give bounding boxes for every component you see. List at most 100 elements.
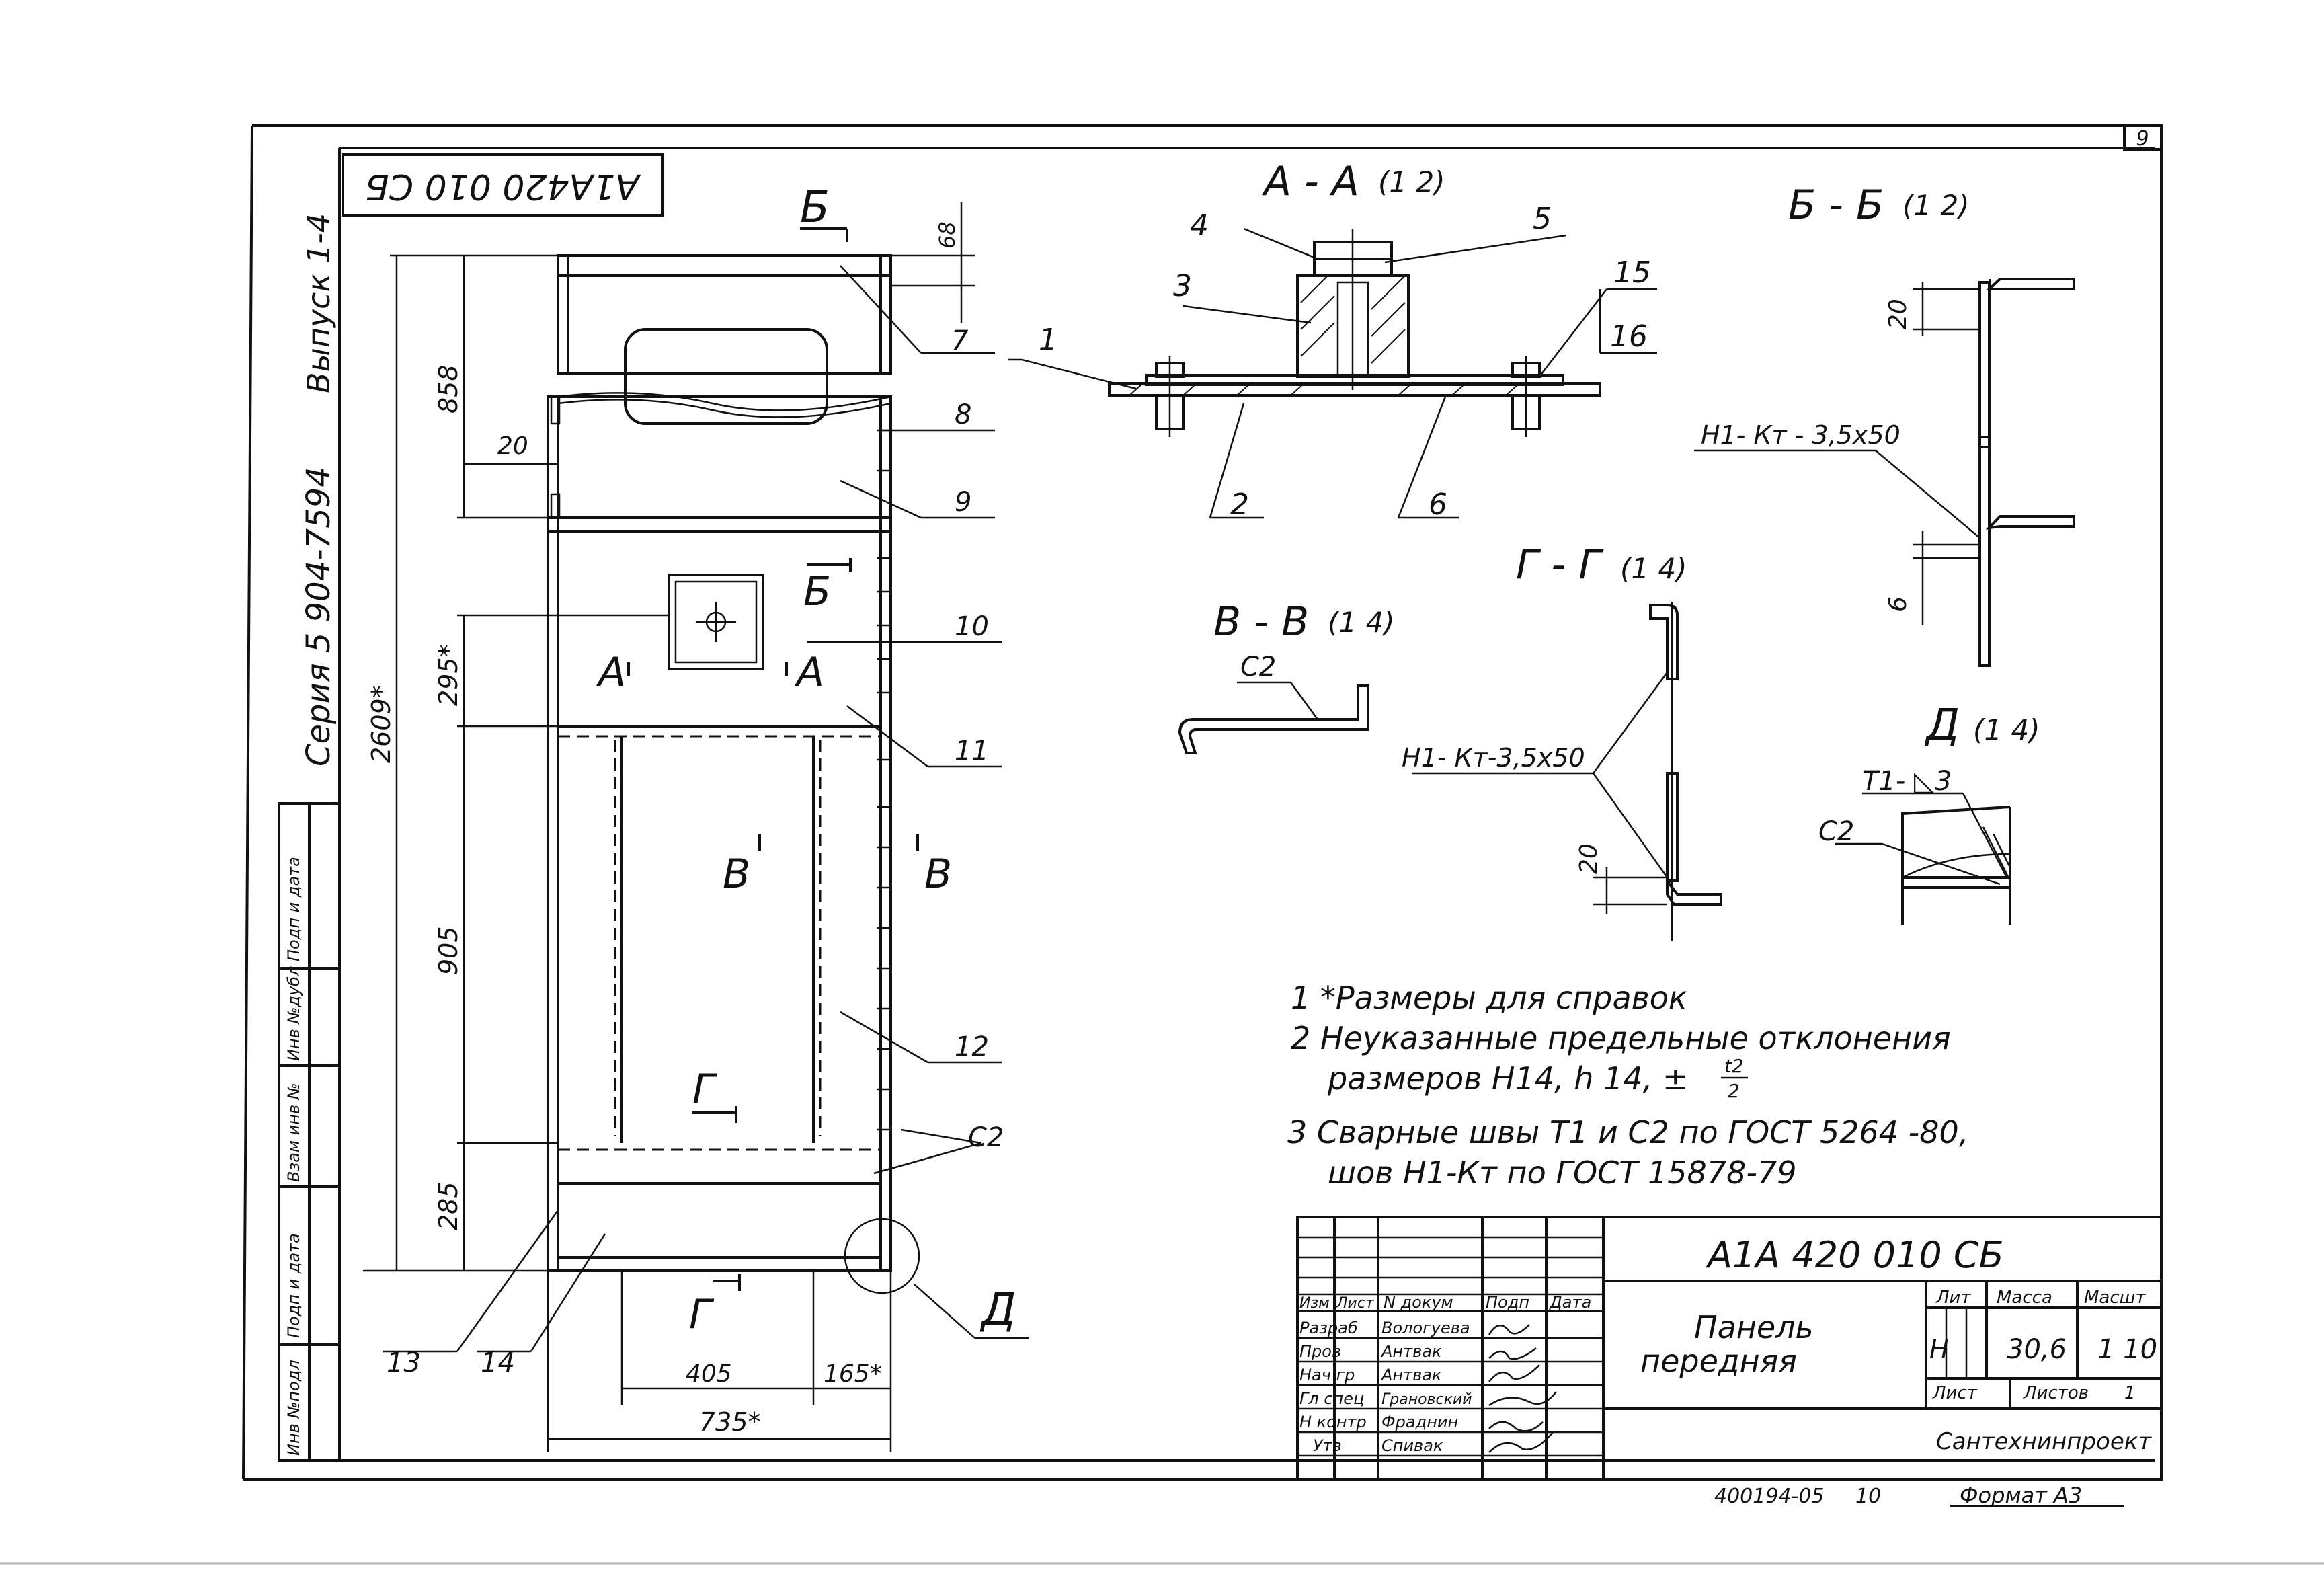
tb-scale-value: 1 10	[2097, 1334, 2157, 1365]
note-2a: 2 Неуказанные предельные отклонения	[1291, 1020, 1951, 1056]
detail-d-weld-c2: С2	[1818, 816, 1854, 847]
gg-weld: Н1- Кт-3,5х50	[1402, 743, 1585, 773]
page-number: 9	[2136, 127, 2149, 151]
tb-role-2: Пров	[1299, 1342, 1341, 1361]
tb-name-1: Панель	[1694, 1309, 1814, 1345]
gg-dim: 20	[1575, 843, 1603, 874]
dim-mid: 295*	[434, 644, 463, 706]
mark-g-top: Г	[692, 1066, 718, 1113]
section-aa-scale: (1 2)	[1378, 165, 1445, 198]
front-view-dimensions	[363, 202, 975, 1452]
note-2-frac-num: t2	[1724, 1055, 1744, 1077]
callout-8: 8	[955, 399, 971, 430]
mark-v-left: В	[723, 851, 750, 898]
dim-slot-gap: 20	[497, 432, 528, 460]
section-vv-scale: (1 4)	[1328, 606, 1395, 639]
dim-top-small: 68	[934, 221, 960, 249]
tb-name-2: передняя	[1640, 1343, 1797, 1379]
dim-bottom: 285	[434, 1181, 463, 1230]
tb-person-6: Спивак	[1381, 1436, 1443, 1455]
section-gg-scale: (1 4)	[1620, 552, 1687, 585]
callout-9: 9	[955, 487, 971, 518]
section-gg-drawing	[1412, 602, 1722, 941]
tb-mass-label: Масса	[1997, 1288, 2052, 1308]
note-3a: 3 Сварные швы Т1 и С2 по ГОСТ 5264 -80,	[1287, 1114, 1968, 1150]
format-label: Формат А3	[1960, 1483, 2082, 1508]
mark-b-top: Б	[800, 183, 830, 233]
section-bb-scale: (1 2)	[1902, 189, 1970, 222]
sheet-frame	[242, 124, 2163, 1481]
mark-a-left: А	[596, 649, 626, 696]
aa-callout-5: 5	[1533, 202, 1552, 236]
bb-weld: Н1- Кт - 3,5х50	[1701, 420, 1900, 450]
section-gg-title: Г - Г	[1516, 541, 1604, 588]
tb-person-2: Антвак	[1380, 1342, 1442, 1361]
callout-12: 12	[955, 1031, 989, 1062]
section-vv-title: В - В	[1213, 598, 1309, 645]
note-2-frac-den: 2	[1728, 1080, 1740, 1102]
strip-cell-3: Взам инв №	[284, 1083, 303, 1182]
dim-overall: 2609*	[366, 685, 396, 763]
aa-callout-2: 2	[1230, 487, 1249, 522]
note-3b: шов Н1-Кт по ГОСТ 15878-79	[1328, 1154, 1796, 1191]
bb-dim-bottom: 6	[1884, 596, 1912, 612]
left-strip	[278, 802, 341, 1462]
aa-callout-4: 4	[1190, 208, 1209, 243]
detail-d-title: Д	[1924, 701, 1960, 750]
tb-sheets-label: Листов	[2023, 1383, 2089, 1403]
callout-7: 7	[951, 325, 969, 356]
tb-sheet-label: Лист	[1932, 1383, 1978, 1403]
callout-10: 10	[955, 611, 989, 642]
tb-person-4: Грановский	[1381, 1391, 1472, 1408]
tb-head-date: Дата	[1549, 1293, 1591, 1312]
front-callout-leaders	[383, 265, 1029, 1353]
strip-cell-1: Подп и дата	[284, 857, 303, 961]
mark-v-right: В	[924, 851, 952, 898]
detail-d-weld-t1: Т1- ◺3	[1862, 766, 1952, 797]
tb-person-5: Фраднин	[1381, 1413, 1458, 1431]
aa-callout-16: 16	[1610, 319, 1648, 354]
aa-callout-15: 15	[1613, 256, 1651, 290]
note-1: 1 *Размеры для справок	[1291, 980, 1687, 1016]
tb-person-3: Антвак	[1380, 1366, 1442, 1384]
tb-doc-code: А1А 420 010 СБ	[1706, 1234, 2004, 1276]
tb-role-3: Нач гр	[1299, 1366, 1355, 1384]
tb-mass-value: 30,6	[2007, 1334, 2067, 1365]
tb-head-izm: Изм	[1299, 1295, 1330, 1312]
aa-callout-1: 1	[1039, 323, 1057, 357]
dim-width-right: 165*	[824, 1360, 882, 1388]
aa-callout-3: 3	[1173, 269, 1192, 303]
tb-role-4: Гл спец	[1299, 1389, 1364, 1408]
tb-person-1: Вологуева	[1381, 1319, 1470, 1337]
tb-head-sign: Подп	[1486, 1293, 1529, 1312]
section-aa-leaders	[1008, 227, 1657, 519]
mark-d: Д	[979, 1284, 1016, 1335]
dim-lower: 905	[434, 926, 463, 975]
tb-lit-label: Лит	[1935, 1288, 1971, 1308]
tb-scale-label: Масшт	[2084, 1288, 2146, 1308]
dim-width-inner: 405	[686, 1360, 732, 1388]
tb-role-5: Н контр	[1299, 1413, 1367, 1431]
callout-14: 14	[481, 1347, 515, 1378]
mark-g-bottom: Г	[689, 1291, 715, 1338]
callout-13: 13	[387, 1347, 421, 1378]
rotated-code-box	[342, 153, 664, 217]
tb-sheets-value: 1	[2124, 1383, 2136, 1403]
front-view-panel	[547, 254, 920, 1294]
tb-org: Сантехнинпроект	[1936, 1428, 2152, 1455]
section-aa-drawing	[1108, 229, 1601, 437]
dim-width-total: 735*	[699, 1407, 761, 1437]
section-bb-title: Б - Б	[1788, 182, 1884, 229]
tb-role-1: Разраб	[1299, 1319, 1358, 1337]
vv-weld: С2	[1240, 652, 1276, 682]
bb-dim-top: 20	[1884, 299, 1912, 329]
dim-upper: 858	[434, 364, 463, 414]
aa-callout-6: 6	[1429, 487, 1447, 522]
callout-11: 11	[955, 736, 989, 767]
tb-role-6: Утв	[1313, 1436, 1342, 1455]
issue-label: Выпуск 1-4	[300, 213, 337, 393]
weld-c2-front: С2	[968, 1122, 1004, 1153]
section-aa-title: А - А	[1261, 158, 1359, 205]
tb-head-list: Лист	[1336, 1295, 1375, 1312]
